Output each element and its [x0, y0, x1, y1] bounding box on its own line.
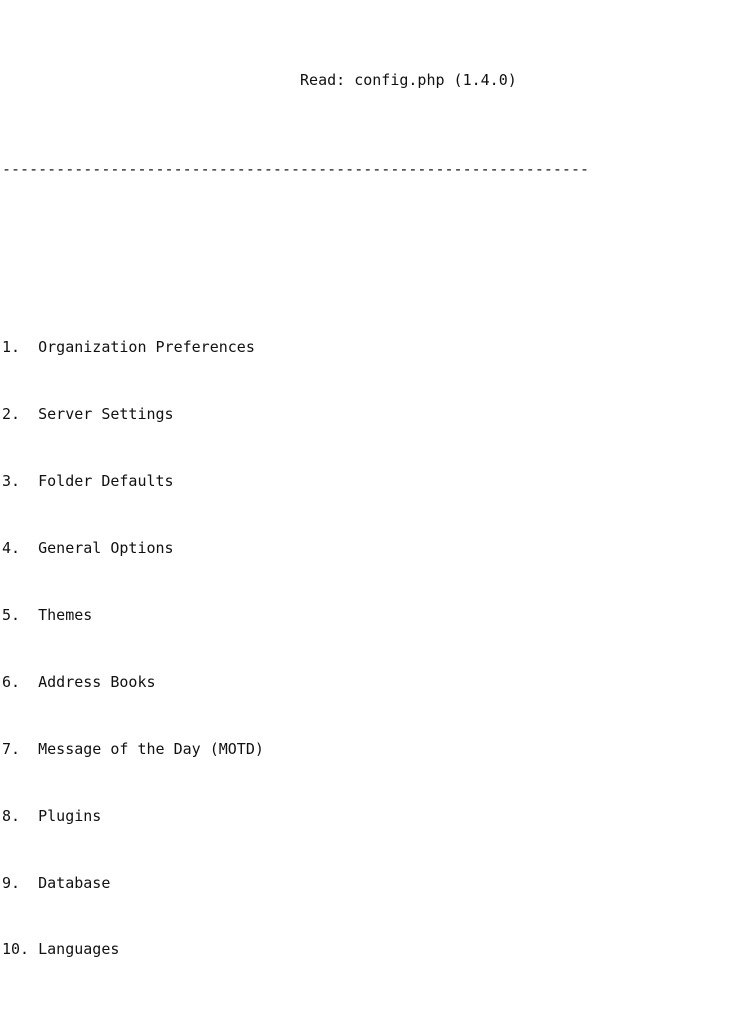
menu-key: 5. — [2, 606, 39, 625]
menu-key: 9. — [2, 873, 39, 892]
spacer — [2, 247, 589, 269]
separator-line: ----------------------------------------… — [2, 160, 589, 179]
menu-item-general-options[interactable]: 4. General Options — [2, 537, 589, 559]
menu-label: Languages — [38, 940, 120, 959]
menu-label: Themes — [38, 606, 93, 625]
menu-item-server-settings[interactable]: 2. Server Settings — [2, 403, 589, 425]
menu-item-organization-preferences[interactable]: 1. Organization Preferences — [2, 336, 589, 358]
menu-label: Message of the Day (MOTD) — [38, 739, 264, 758]
menu-label: Address Books — [38, 672, 156, 691]
terminal-content: Read: config.php (1.4.0) ---------------… — [2, 2, 589, 1018]
menu-label: Plugins — [38, 806, 102, 825]
menu-item-folder-defaults[interactable]: 3. Folder Defaults — [2, 470, 589, 492]
menu-key: 3. — [2, 472, 39, 491]
menu-item-languages[interactable]: 10. Languages — [2, 938, 589, 960]
menu-item-themes[interactable]: 5. Themes — [2, 604, 589, 626]
menu-label: General Options — [38, 539, 174, 558]
menu-item-database[interactable]: 9. Database — [2, 872, 589, 894]
menu-key: 10. — [2, 940, 39, 959]
page-title: Read: config.php (1.4.0) — [2, 70, 517, 89]
menu-label: Server Settings — [38, 405, 174, 424]
menu-label: Folder Defaults — [38, 472, 174, 491]
menu-item-plugins[interactable]: 8. Plugins — [2, 805, 589, 827]
menu-label: Organization Preferences — [38, 338, 255, 357]
menu-key: 1. — [2, 338, 39, 357]
menu-key: 8. — [2, 806, 39, 825]
terminal-screen: Read: config.php (1.4.0) ---------------… — [2, 71, 589, 959]
menu-key: 2. — [2, 405, 39, 424]
menu-item-message-of-the-day[interactable]: 7. Message of the Day (MOTD) — [2, 738, 589, 760]
menu-key: 6. — [2, 672, 39, 691]
menu-key: 4. — [2, 539, 39, 558]
menu-key: 7. — [2, 739, 39, 758]
menu-item-address-books[interactable]: 6. Address Books — [2, 671, 589, 693]
menu-label: Database — [38, 873, 111, 892]
